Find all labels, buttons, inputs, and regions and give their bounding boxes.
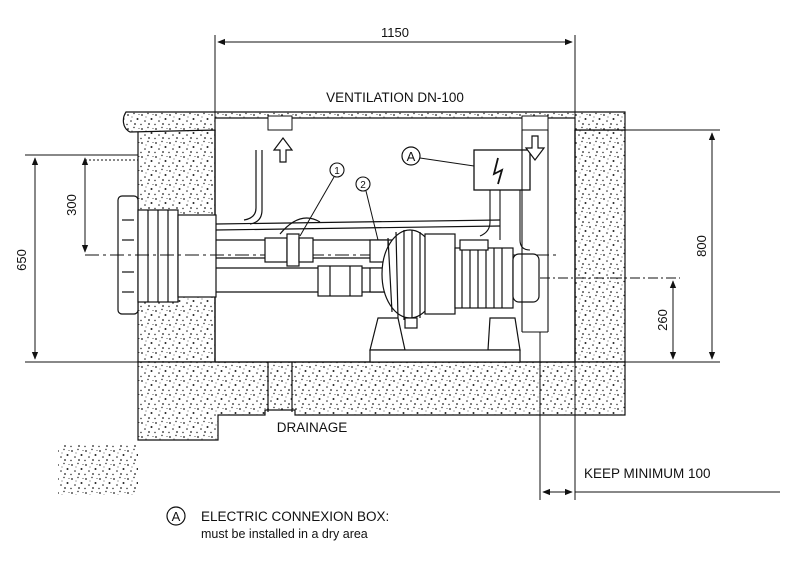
soil-right	[574, 129, 626, 363]
airflow-up-arrow	[272, 137, 294, 163]
legend-text: must be installed in a dry area	[201, 527, 368, 541]
dim-800: 800	[694, 235, 709, 257]
svg-text:2: 2	[360, 180, 366, 191]
legend: A ELECTRIC CONNEXION BOX: must be instal…	[166, 506, 389, 541]
svg-text:1: 1	[334, 166, 340, 177]
keep-minimum-label: KEEP MINIMUM 100	[584, 466, 711, 481]
dim-300: 300	[64, 194, 79, 216]
ventilation-label: VENTILATION DN-100	[326, 90, 464, 105]
drainage-pipe	[267, 362, 293, 412]
callout-2: 2	[355, 176, 379, 241]
legend-title: ELECTRIC CONNEXION BOX:	[201, 509, 389, 524]
dim-260: 260	[655, 309, 670, 331]
wall-fitting	[117, 195, 217, 315]
callout-1: 1	[299, 162, 345, 237]
dim-650: 650	[14, 249, 29, 271]
water-level	[25, 154, 138, 363]
legend-marker-circle	[166, 506, 186, 526]
drainage-label: DRAINAGE	[277, 420, 348, 435]
ventilation-duct	[521, 130, 549, 333]
dim-1150: 1150	[381, 25, 409, 40]
electric-connexion-box	[473, 149, 531, 191]
dimension-lines	[31, 35, 780, 500]
pump	[381, 229, 540, 320]
svg-text:A: A	[407, 149, 416, 164]
callout-a: A	[401, 146, 475, 167]
roof-slab	[122, 111, 626, 133]
airflow-down-arrow	[524, 135, 546, 161]
valve-1	[264, 217, 363, 297]
soil-floor	[137, 361, 626, 441]
pump-base	[369, 317, 521, 363]
legend-marker: A	[172, 509, 181, 524]
